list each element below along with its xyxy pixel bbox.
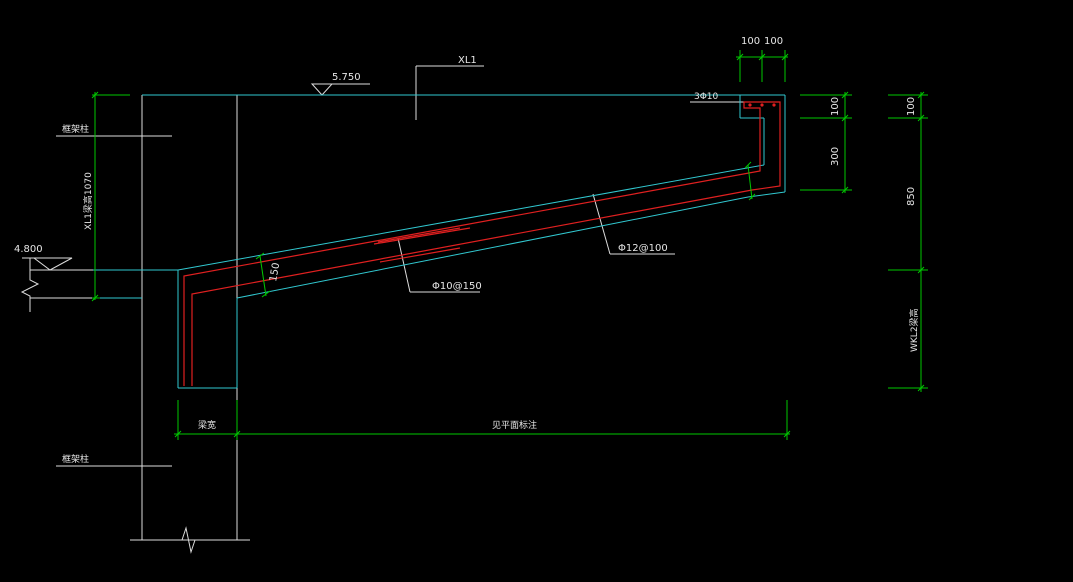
dim-300: 300	[830, 147, 841, 166]
xl-title: XL1	[458, 55, 477, 66]
bar-phi12-label: Φ12@100	[618, 243, 668, 254]
dim-150: 150	[268, 262, 282, 283]
leader-lines	[56, 65, 745, 467]
concrete-outline	[93, 94, 786, 389]
top-bars	[748, 103, 776, 107]
elevation-top: 5.750	[332, 72, 361, 83]
dim-100-right: 100	[830, 97, 841, 116]
frame-column-label-upper: 框架柱	[62, 123, 89, 135]
beam-width-label: 梁宽	[198, 419, 216, 431]
dim-850: 850	[906, 187, 917, 206]
top-bars-label: 3Φ10	[694, 92, 719, 102]
elevation-marker-top	[310, 83, 370, 96]
frame-column-label-lower: 框架柱	[62, 453, 89, 465]
dim-100-a: 100	[741, 36, 760, 47]
left-slab-break	[20, 258, 142, 312]
elevation-left: 4.800	[14, 244, 43, 255]
dim-100-far-right: 100	[906, 97, 917, 116]
dim-100-b: 100	[764, 36, 783, 47]
frame-column	[130, 95, 250, 554]
wkl2-height-label: WKL2梁高	[908, 308, 920, 352]
bar-phi10-label: Φ10@150	[432, 281, 482, 292]
see-plan-label: 见平面标注	[492, 419, 537, 431]
rebar	[183, 101, 781, 386]
elevation-marker-left	[22, 257, 73, 271]
xl1-height-label: XL1梁高1070	[82, 172, 94, 230]
dimensions	[91, 50, 928, 440]
